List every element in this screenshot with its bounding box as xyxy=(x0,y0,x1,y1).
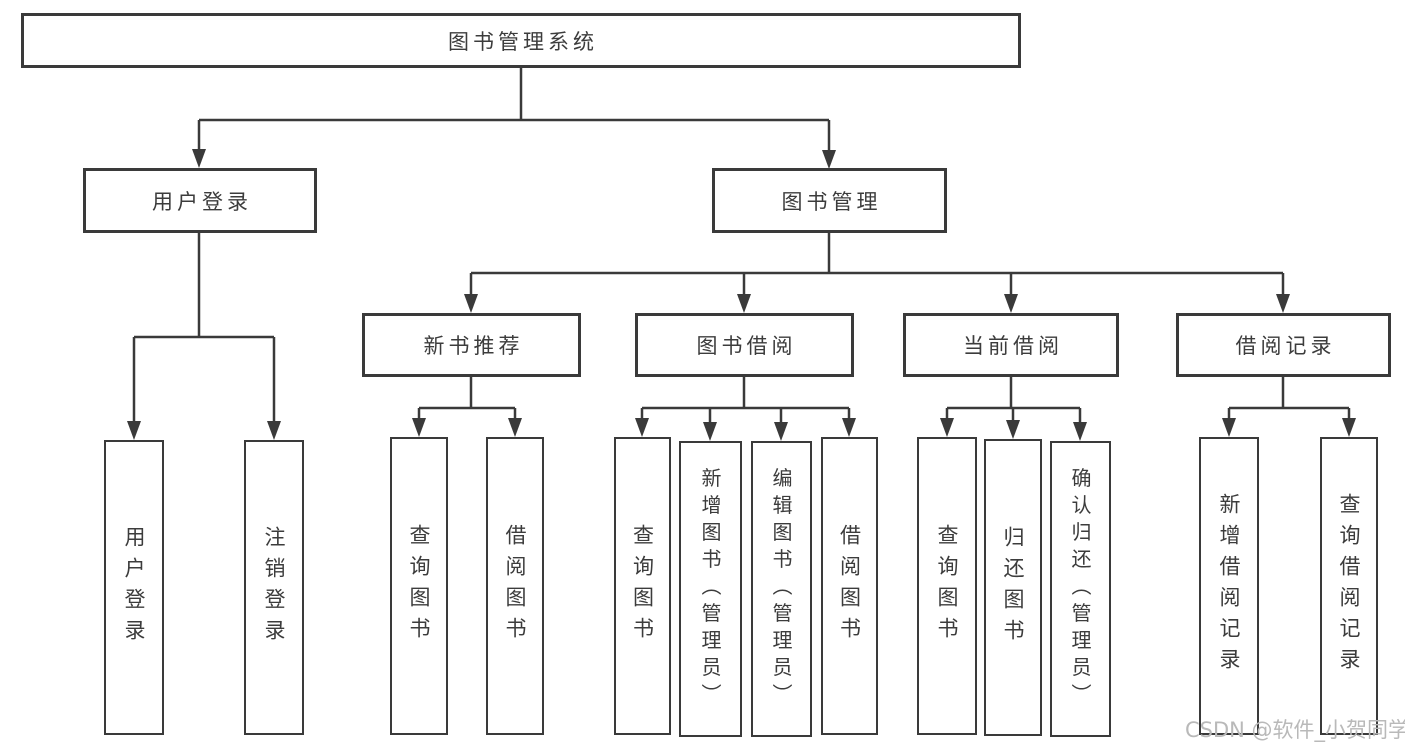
leaf-current-return-book-label: 归还图书 xyxy=(1001,525,1025,650)
leaf-logout-login-label: 注销登录 xyxy=(262,525,286,650)
leaf-newbook-borrow-book: 借阅图书 xyxy=(486,437,544,735)
leaf-user-login-label: 用户登录 xyxy=(122,525,146,650)
leaf-newbook-query-book-label: 查询图书 xyxy=(407,524,431,648)
leaf-logout-login: 注销登录 xyxy=(244,440,304,735)
node-new-book-recommend: 新书推荐 xyxy=(362,313,581,377)
leaf-borrow-edit-book-admin: 编辑图书（管理员） xyxy=(751,441,812,737)
leaf-current-query-book-label: 查询图书 xyxy=(935,524,959,648)
leaf-current-confirm-return-admin-label: 确认归还（管理员） xyxy=(1068,467,1092,711)
leaf-newbook-query-book: 查询图书 xyxy=(390,437,448,735)
node-book-management: 图书管理 xyxy=(712,168,947,233)
leaf-current-query-book: 查询图书 xyxy=(917,437,977,735)
leaf-borrow-query-book-label: 查询图书 xyxy=(630,524,655,648)
node-borrow-records: 借阅记录 xyxy=(1176,313,1391,377)
leaf-borrow-borrow-book: 借阅图书 xyxy=(821,437,878,735)
leaf-current-return-book: 归还图书 xyxy=(984,439,1042,736)
node-current-borrow: 当前借阅 xyxy=(903,313,1119,377)
leaf-records-add-borrow-record-label: 新增借阅记录 xyxy=(1217,493,1241,679)
node-user-login: 用户登录 xyxy=(83,168,317,233)
node-book-management-label: 图书管理 xyxy=(781,189,882,214)
leaf-records-add-borrow-record: 新增借阅记录 xyxy=(1199,437,1259,735)
leaf-current-confirm-return-admin: 确认归还（管理员） xyxy=(1050,441,1111,737)
leaf-records-query-borrow-record: 查询借阅记录 xyxy=(1320,437,1378,735)
leaf-borrow-add-book-admin-label: 新增图书（管理员） xyxy=(698,467,722,711)
leaf-records-query-borrow-record-label: 查询借阅记录 xyxy=(1337,493,1361,679)
leaf-borrow-borrow-book-label: 借阅图书 xyxy=(837,524,862,648)
node-book-borrow-label: 图书借阅 xyxy=(696,334,797,358)
node-user-login-label: 用户登录 xyxy=(152,189,252,214)
leaf-user-login: 用户登录 xyxy=(104,440,164,735)
node-borrow-records-label: 借阅记录 xyxy=(1235,334,1336,358)
node-new-book-recommend-label: 新书推荐 xyxy=(423,334,524,358)
node-root-library-management-system: 图书管理系统 xyxy=(21,13,1021,68)
leaf-borrow-query-book: 查询图书 xyxy=(614,437,671,735)
csdn-watermark: CSDN @软件_小贺同学 xyxy=(1185,718,1405,742)
node-current-borrow-label: 当前借阅 xyxy=(963,334,1063,358)
node-root-label: 图书管理系统 xyxy=(448,29,598,54)
leaf-borrow-add-book-admin: 新增图书（管理员） xyxy=(679,441,742,737)
leaf-borrow-edit-book-admin-label: 编辑图书（管理员） xyxy=(769,467,793,711)
leaf-newbook-borrow-book-label: 借阅图书 xyxy=(503,524,527,648)
node-book-borrow: 图书借阅 xyxy=(635,313,854,377)
